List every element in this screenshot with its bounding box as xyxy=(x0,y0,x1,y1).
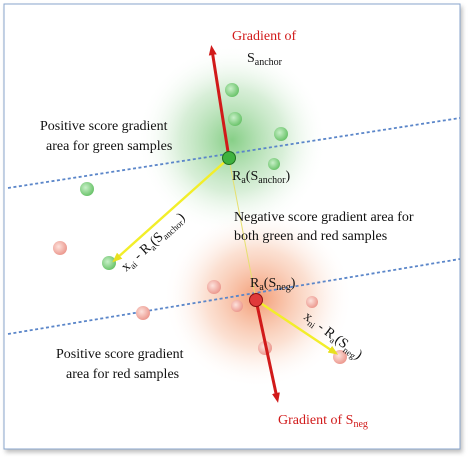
green-sample xyxy=(80,182,94,196)
neg-point xyxy=(249,293,263,307)
anchor-point xyxy=(222,151,236,165)
positive-red-label-line1: Positive score gradient xyxy=(56,347,184,362)
red-sample xyxy=(231,300,243,312)
negative-area-label-line2: both green and red samples xyxy=(234,229,387,244)
ra-anchor-label: Ra(Sanchor) xyxy=(232,169,290,186)
anchor-to-green-sample-arrow xyxy=(112,157,230,263)
gradient-anchor-label-line1: Gradient of xyxy=(232,29,296,44)
positive-green-label-line1: Positive score gradient xyxy=(40,119,168,134)
gradient-anchor-arrow xyxy=(208,45,231,159)
red-sample xyxy=(53,241,67,255)
positive-green-label-line2: area for green samples xyxy=(46,139,172,154)
green-glow xyxy=(137,45,327,235)
red-sample xyxy=(306,296,318,308)
green-sample xyxy=(268,158,280,170)
positive-red-label-line2: area for red samples xyxy=(66,367,179,382)
red-sample xyxy=(136,306,150,320)
anchor-connector-line xyxy=(228,158,257,301)
red-sample xyxy=(207,280,221,294)
neg-to-red-sample-arrow xyxy=(255,299,339,355)
gradient-neg-label: Gradient of Sneg xyxy=(278,413,368,430)
negative-area-label-line1: Negative score gradient area for xyxy=(234,210,414,225)
green-samples xyxy=(80,83,288,270)
gradient-neg-arrow xyxy=(254,299,280,403)
green-sample xyxy=(102,256,116,270)
ra-neg-label: Ra(Sneg) xyxy=(250,276,296,293)
lower-boundary-line xyxy=(7,258,461,335)
gradient-anchor-label-line2: Sanchor xyxy=(247,51,283,68)
green-sample xyxy=(228,112,242,126)
red-samples xyxy=(53,241,347,364)
green-sample xyxy=(225,83,239,97)
green-sample xyxy=(274,127,288,141)
upper-boundary-line xyxy=(7,117,461,189)
